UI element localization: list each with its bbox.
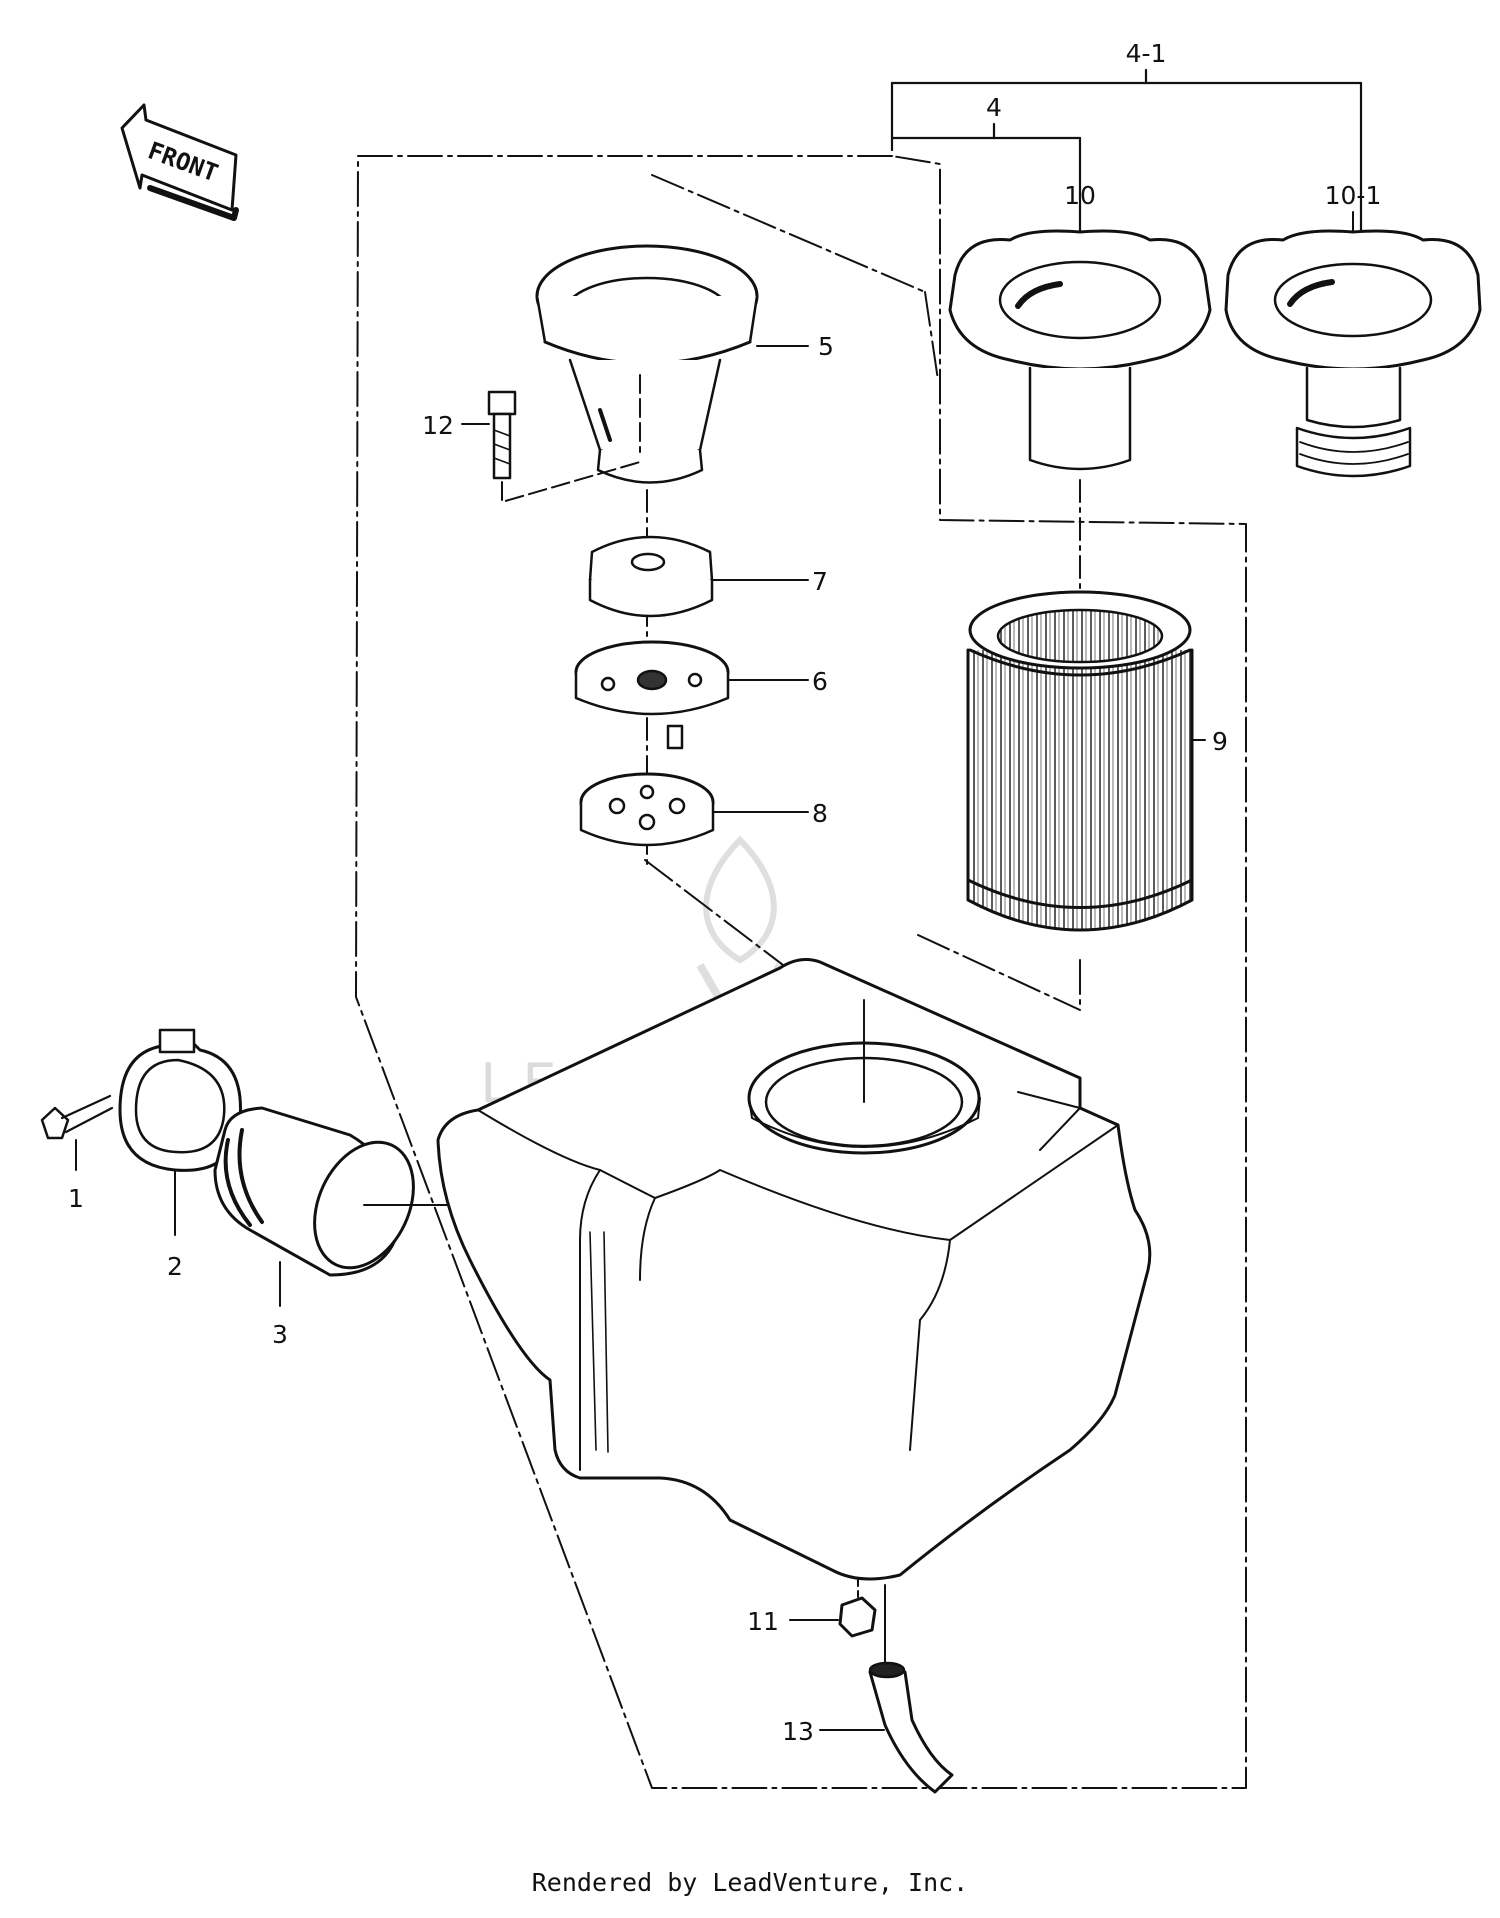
- part-11-nut: [789, 1579, 877, 1638]
- front-arrow-icon: [120, 103, 239, 221]
- part-1-bolt: [40, 1094, 114, 1171]
- callout-leaders: [461, 211, 1354, 813]
- callout-10-1: 10-1: [1325, 181, 1382, 210]
- part-10-cap: [948, 229, 1212, 661]
- part-6-holder: [574, 640, 730, 750]
- part-13-drain-hose: [819, 1584, 954, 1794]
- air-box-housing: [436, 958, 1152, 1581]
- part-12-bolt: [487, 390, 641, 503]
- callout-8: 8: [812, 799, 828, 828]
- part-5-intake-funnel: [535, 244, 759, 484]
- footer-credit: Rendered by LeadVenture, Inc.: [531, 1868, 969, 1897]
- callout-10: 10: [1064, 181, 1096, 210]
- callout-numbers: 1 2 3 4 4-1 5 6 7 8 9 10 10-1 11 12 13: [68, 39, 1381, 1746]
- callout-2: 2: [167, 1252, 183, 1281]
- part-8-damper: [579, 772, 715, 847]
- part-2-clamp: [118, 1028, 242, 1236]
- callout-13: 13: [782, 1717, 814, 1746]
- part-3-intake-duct: [213, 1106, 451, 1307]
- callout-6: 6: [812, 667, 828, 696]
- callout-3: 3: [272, 1320, 288, 1349]
- callout-7: 7: [812, 567, 828, 596]
- callout-4: 4: [986, 93, 1002, 122]
- callout-5: 5: [818, 332, 834, 361]
- assembly-brackets: [890, 68, 1363, 242]
- callout-4-1: 4-1: [1126, 39, 1167, 68]
- callout-1: 1: [68, 1184, 84, 1213]
- part-7-retainer: [588, 535, 714, 618]
- callout-12: 12: [422, 411, 454, 440]
- callout-11: 11: [747, 1607, 779, 1636]
- part-9-filter-element: [966, 590, 1194, 932]
- callout-9: 9: [1212, 727, 1228, 756]
- part-10-1-cap: [1224, 229, 1482, 478]
